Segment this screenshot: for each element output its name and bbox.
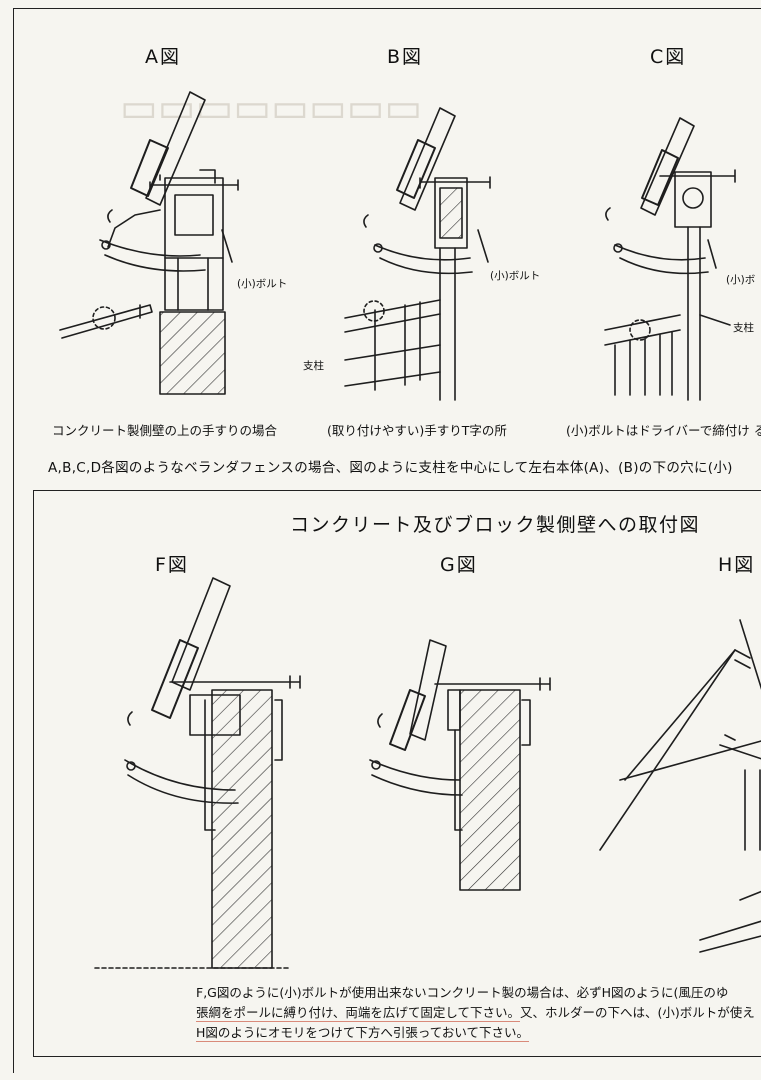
bottom-paragraph-line-3-underlined: H図のようにオモリをつけて下方へ引張っておいて下さい。 bbox=[196, 1025, 530, 1042]
figure-c-bolt-callout: (小)ボ bbox=[726, 274, 756, 286]
figure-f-drawing bbox=[94, 577, 301, 969]
bottom-paragraph-line-3: H図のようにオモリをつけて下方へ引張っておいて下さい。 bbox=[196, 1022, 530, 1042]
page-frame bbox=[13, 8, 761, 1073]
bottom-paragraph-line-1: F,G図のように(小)ボルトが使用出来ないコンクリート製の場合は、必ずH図のよう… bbox=[196, 985, 729, 1000]
figure-b-label: B図 bbox=[387, 46, 424, 68]
figure-a-drawing bbox=[59, 91, 239, 395]
figure-g-drawing bbox=[369, 639, 551, 891]
figure-f-label: F図 bbox=[155, 554, 189, 576]
bottom-section-box bbox=[33, 490, 761, 1057]
figure-c-drawing bbox=[604, 117, 736, 401]
bottom-paragraph-line-2-rest: 又、ホルダーの下へは、(小)ボルトが使え bbox=[520, 1005, 755, 1020]
figure-c-post-callout: 支柱 bbox=[733, 322, 754, 334]
figure-b-bolt-callout: (小)ボルト bbox=[490, 270, 541, 282]
figure-a-caption: コンクリート製側壁の上の手すりの場合 bbox=[52, 423, 278, 438]
section-title: コンクリート及びブロック製側壁への取付図 bbox=[290, 514, 701, 536]
figure-b-post-callout: 支柱 bbox=[303, 360, 324, 372]
figure-a-bolt-callout: (小)ボルト bbox=[237, 278, 288, 290]
figure-a-label: A図 bbox=[145, 46, 181, 68]
figure-h-label: H図 bbox=[718, 554, 756, 576]
figure-b-caption: (取り付けやすい)手すりT字の所 bbox=[327, 423, 507, 438]
bleed-through-decoration: ▭▭▭▭▭▭▭▭ bbox=[120, 85, 423, 131]
bottom-paragraph-line-2: 張綱をポールに縛り付け、両端を広げて固定して下さい。又、ホルダーの下へは、(小)… bbox=[196, 1002, 755, 1022]
top-installation-note: A,B,C,D各図のようなベランダフェンスの場合、図のように支柱を中心にして左右… bbox=[48, 460, 733, 476]
figure-b-drawing bbox=[344, 107, 491, 401]
bottom-paragraph-line-2-underlined: 張綱をポールに縛り付け、両端を広げて固定して下さい。 bbox=[196, 1005, 521, 1022]
figure-g-label: G図 bbox=[440, 554, 478, 576]
figure-c-label: C図 bbox=[650, 46, 687, 68]
figure-c-caption: (小)ボルトはドライバーで締付け る bbox=[566, 423, 761, 438]
